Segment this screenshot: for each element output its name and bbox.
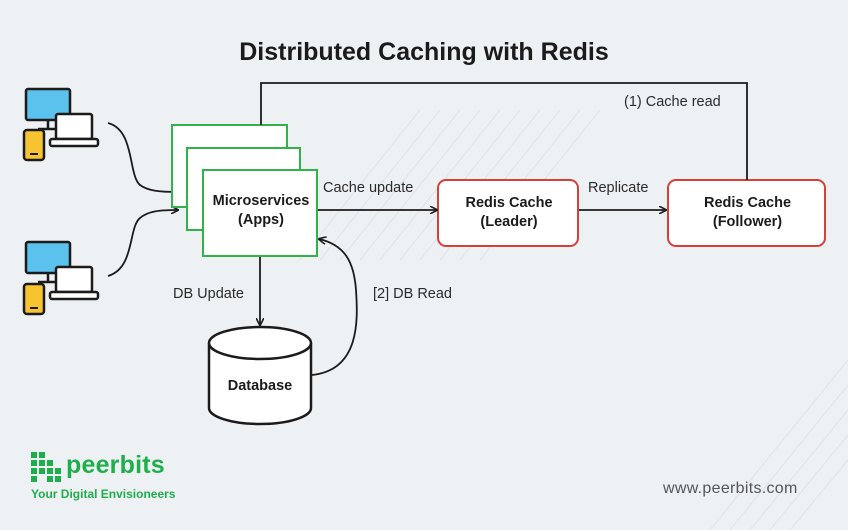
- brand-url: www.peerbits.com: [663, 480, 798, 497]
- microservices-stack: [171, 124, 318, 257]
- redis-leader-label-line2: (Leader): [480, 214, 538, 230]
- decorative-stripes: [299, 109, 848, 530]
- brand-name: peerbits: [66, 451, 165, 479]
- cache-read-path: [260, 82, 748, 180]
- laptop-icon: [48, 265, 100, 301]
- desktop-monitor-icon: [24, 240, 72, 284]
- peerbits-logo-icon: [31, 452, 61, 482]
- redis-follower-label-line1: Redis Cache: [703, 195, 792, 211]
- laptop-icon: [48, 112, 100, 148]
- redis-follower-label-line2: (Follower): [712, 214, 783, 230]
- page-title: Distributed Caching with Redis: [239, 38, 609, 66]
- microservices-label: Microservices (Apps): [203, 192, 319, 230]
- client-bottom-to-microservices-arrow: [107, 210, 178, 277]
- microservices-label-line1: Microservices: [212, 193, 310, 209]
- cache-read-label: (1) Cache read: [624, 94, 721, 110]
- redis-leader-label-line1: Redis Cache: [465, 195, 553, 211]
- desktop-monitor-icon: [24, 87, 72, 131]
- client-devices-top: [22, 87, 100, 162]
- client-top-to-microservices-arrow: [107, 122, 178, 192]
- microservices-box: [202, 169, 318, 257]
- replicate-label: Replicate: [588, 180, 649, 196]
- redis-leader-label: Redis Cache (Leader): [438, 194, 580, 232]
- redis-leader-box: [437, 179, 579, 247]
- db-read-label: [2] DB Read: [373, 286, 452, 302]
- cache-update-label: Cache update: [323, 180, 414, 196]
- microservices-label-line2: (Apps): [238, 212, 284, 228]
- phone-icon: [22, 128, 46, 162]
- client-devices-bottom: [22, 240, 100, 316]
- db-read-arrow: [311, 239, 358, 376]
- brand-tagline: Your Digital Envisioneers: [31, 487, 176, 501]
- database-cylinder: [207, 325, 313, 426]
- phone-icon: [22, 282, 46, 316]
- db-update-label: DB Update: [173, 286, 244, 302]
- database-label: Database: [227, 378, 293, 394]
- redis-follower-label: Redis Cache (Follower): [668, 194, 827, 232]
